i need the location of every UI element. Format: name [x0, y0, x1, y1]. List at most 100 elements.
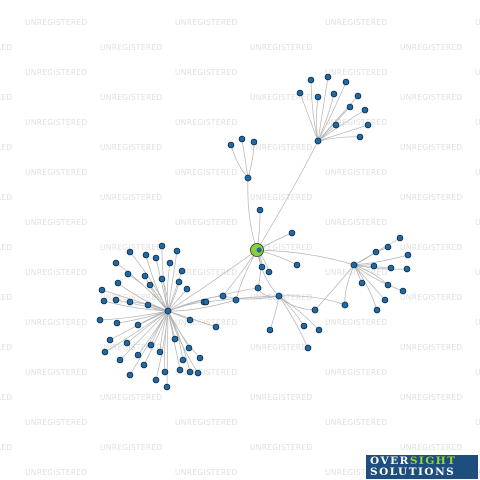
graph-edge [167, 287, 259, 312]
graph-node[interactable] [364, 121, 372, 129]
graph-node[interactable] [361, 106, 369, 114]
graph-node[interactable] [106, 336, 114, 344]
graph-node[interactable] [275, 292, 283, 300]
graph-node[interactable] [186, 368, 194, 376]
graph-node[interactable] [341, 301, 349, 309]
graph-node[interactable] [404, 251, 412, 259]
graph-node[interactable] [293, 261, 301, 269]
graph-node[interactable] [112, 296, 120, 304]
focus-node-marker [256, 247, 262, 253]
graph-edge [299, 92, 319, 142]
graph-node[interactable] [258, 263, 266, 271]
graph-node[interactable] [196, 354, 204, 362]
graph-node[interactable] [238, 135, 246, 143]
graph-node[interactable] [304, 344, 312, 352]
graph-node[interactable] [134, 321, 142, 329]
graph-node[interactable] [141, 272, 149, 280]
graph-node[interactable] [381, 296, 389, 304]
oversight-logo: OVERSIGHT SOLUTIONS [366, 455, 478, 479]
graph-node[interactable] [370, 262, 378, 270]
graph-node[interactable] [164, 307, 172, 315]
logo-text-over: OVER [370, 455, 410, 467]
graph-node[interactable] [227, 141, 235, 149]
graph-edge [278, 295, 346, 306]
graph-node[interactable] [98, 286, 106, 294]
graph-node[interactable] [315, 326, 323, 334]
graph-node[interactable] [342, 78, 350, 86]
graph-node[interactable] [396, 234, 404, 242]
graph-node[interactable] [358, 279, 366, 287]
graph-node[interactable] [265, 268, 273, 276]
graph-node[interactable] [307, 76, 315, 84]
graph-node[interactable] [179, 356, 187, 364]
graph-node[interactable] [114, 279, 122, 287]
graph-node[interactable] [144, 301, 152, 309]
graph-node[interactable] [311, 306, 319, 314]
graph-node[interactable] [314, 137, 322, 145]
graph-node[interactable] [354, 92, 362, 100]
graph-node[interactable] [126, 371, 134, 379]
graph-node[interactable] [134, 351, 142, 359]
graph-node[interactable] [96, 316, 104, 324]
graph-node[interactable] [330, 90, 338, 98]
graph-node[interactable] [171, 335, 179, 343]
graph-node[interactable] [176, 366, 184, 374]
graph-node[interactable] [356, 133, 364, 141]
graph-node[interactable] [126, 298, 134, 306]
graph-node[interactable] [185, 344, 193, 352]
graph-node[interactable] [324, 73, 332, 81]
graph-node[interactable] [152, 376, 160, 384]
graph-node[interactable] [116, 356, 124, 364]
graph-node[interactable] [158, 242, 166, 250]
graph-node[interactable] [173, 247, 181, 255]
graph-node[interactable] [142, 251, 150, 259]
graph-node[interactable] [254, 284, 262, 292]
graph-node[interactable] [296, 89, 304, 97]
graph-node[interactable] [202, 298, 210, 306]
graph-node[interactable] [288, 229, 296, 237]
graph-node[interactable] [350, 261, 358, 269]
graph-node[interactable] [161, 368, 169, 376]
graph-edge [116, 310, 169, 324]
graph-node[interactable] [113, 319, 121, 327]
graph-node[interactable] [123, 339, 131, 347]
graph-node[interactable] [373, 306, 381, 314]
graph-node[interactable] [266, 326, 274, 334]
graph-node[interactable] [346, 103, 354, 111]
graph-node[interactable] [244, 174, 252, 182]
graph-node[interactable] [166, 259, 174, 267]
graph-node[interactable] [147, 341, 155, 349]
graph-node[interactable] [219, 292, 227, 300]
graph-edge [167, 310, 199, 374]
graph-edge [167, 270, 183, 312]
graph-node[interactable] [372, 248, 380, 256]
graph-node[interactable] [156, 348, 164, 356]
graph-node[interactable] [101, 348, 109, 356]
graph-node[interactable] [186, 316, 194, 324]
graph-node[interactable] [163, 383, 171, 391]
graph-node[interactable] [126, 248, 134, 256]
graph-node[interactable] [175, 278, 183, 286]
graph-node[interactable] [194, 369, 202, 377]
graph-node[interactable] [399, 287, 407, 295]
graph-node[interactable] [146, 281, 154, 289]
graph-node[interactable] [232, 296, 240, 304]
graph-node[interactable] [158, 275, 166, 283]
graph-node[interactable] [387, 264, 395, 272]
graph-node[interactable] [152, 254, 160, 262]
graph-node[interactable] [300, 322, 308, 330]
graph-node[interactable] [112, 259, 120, 267]
graph-node[interactable] [403, 265, 411, 273]
graph-node[interactable] [124, 270, 132, 278]
graph-node[interactable] [250, 138, 258, 146]
graph-node[interactable] [314, 93, 322, 101]
graph-node[interactable] [100, 297, 108, 305]
graph-node[interactable] [256, 206, 264, 214]
graph-node[interactable] [212, 323, 220, 331]
graph-node[interactable] [140, 361, 148, 369]
graph-node[interactable] [183, 285, 191, 293]
graph-node[interactable] [384, 243, 392, 251]
graph-node[interactable] [178, 267, 186, 275]
graph-node[interactable] [332, 121, 340, 129]
graph-node[interactable] [384, 281, 392, 289]
